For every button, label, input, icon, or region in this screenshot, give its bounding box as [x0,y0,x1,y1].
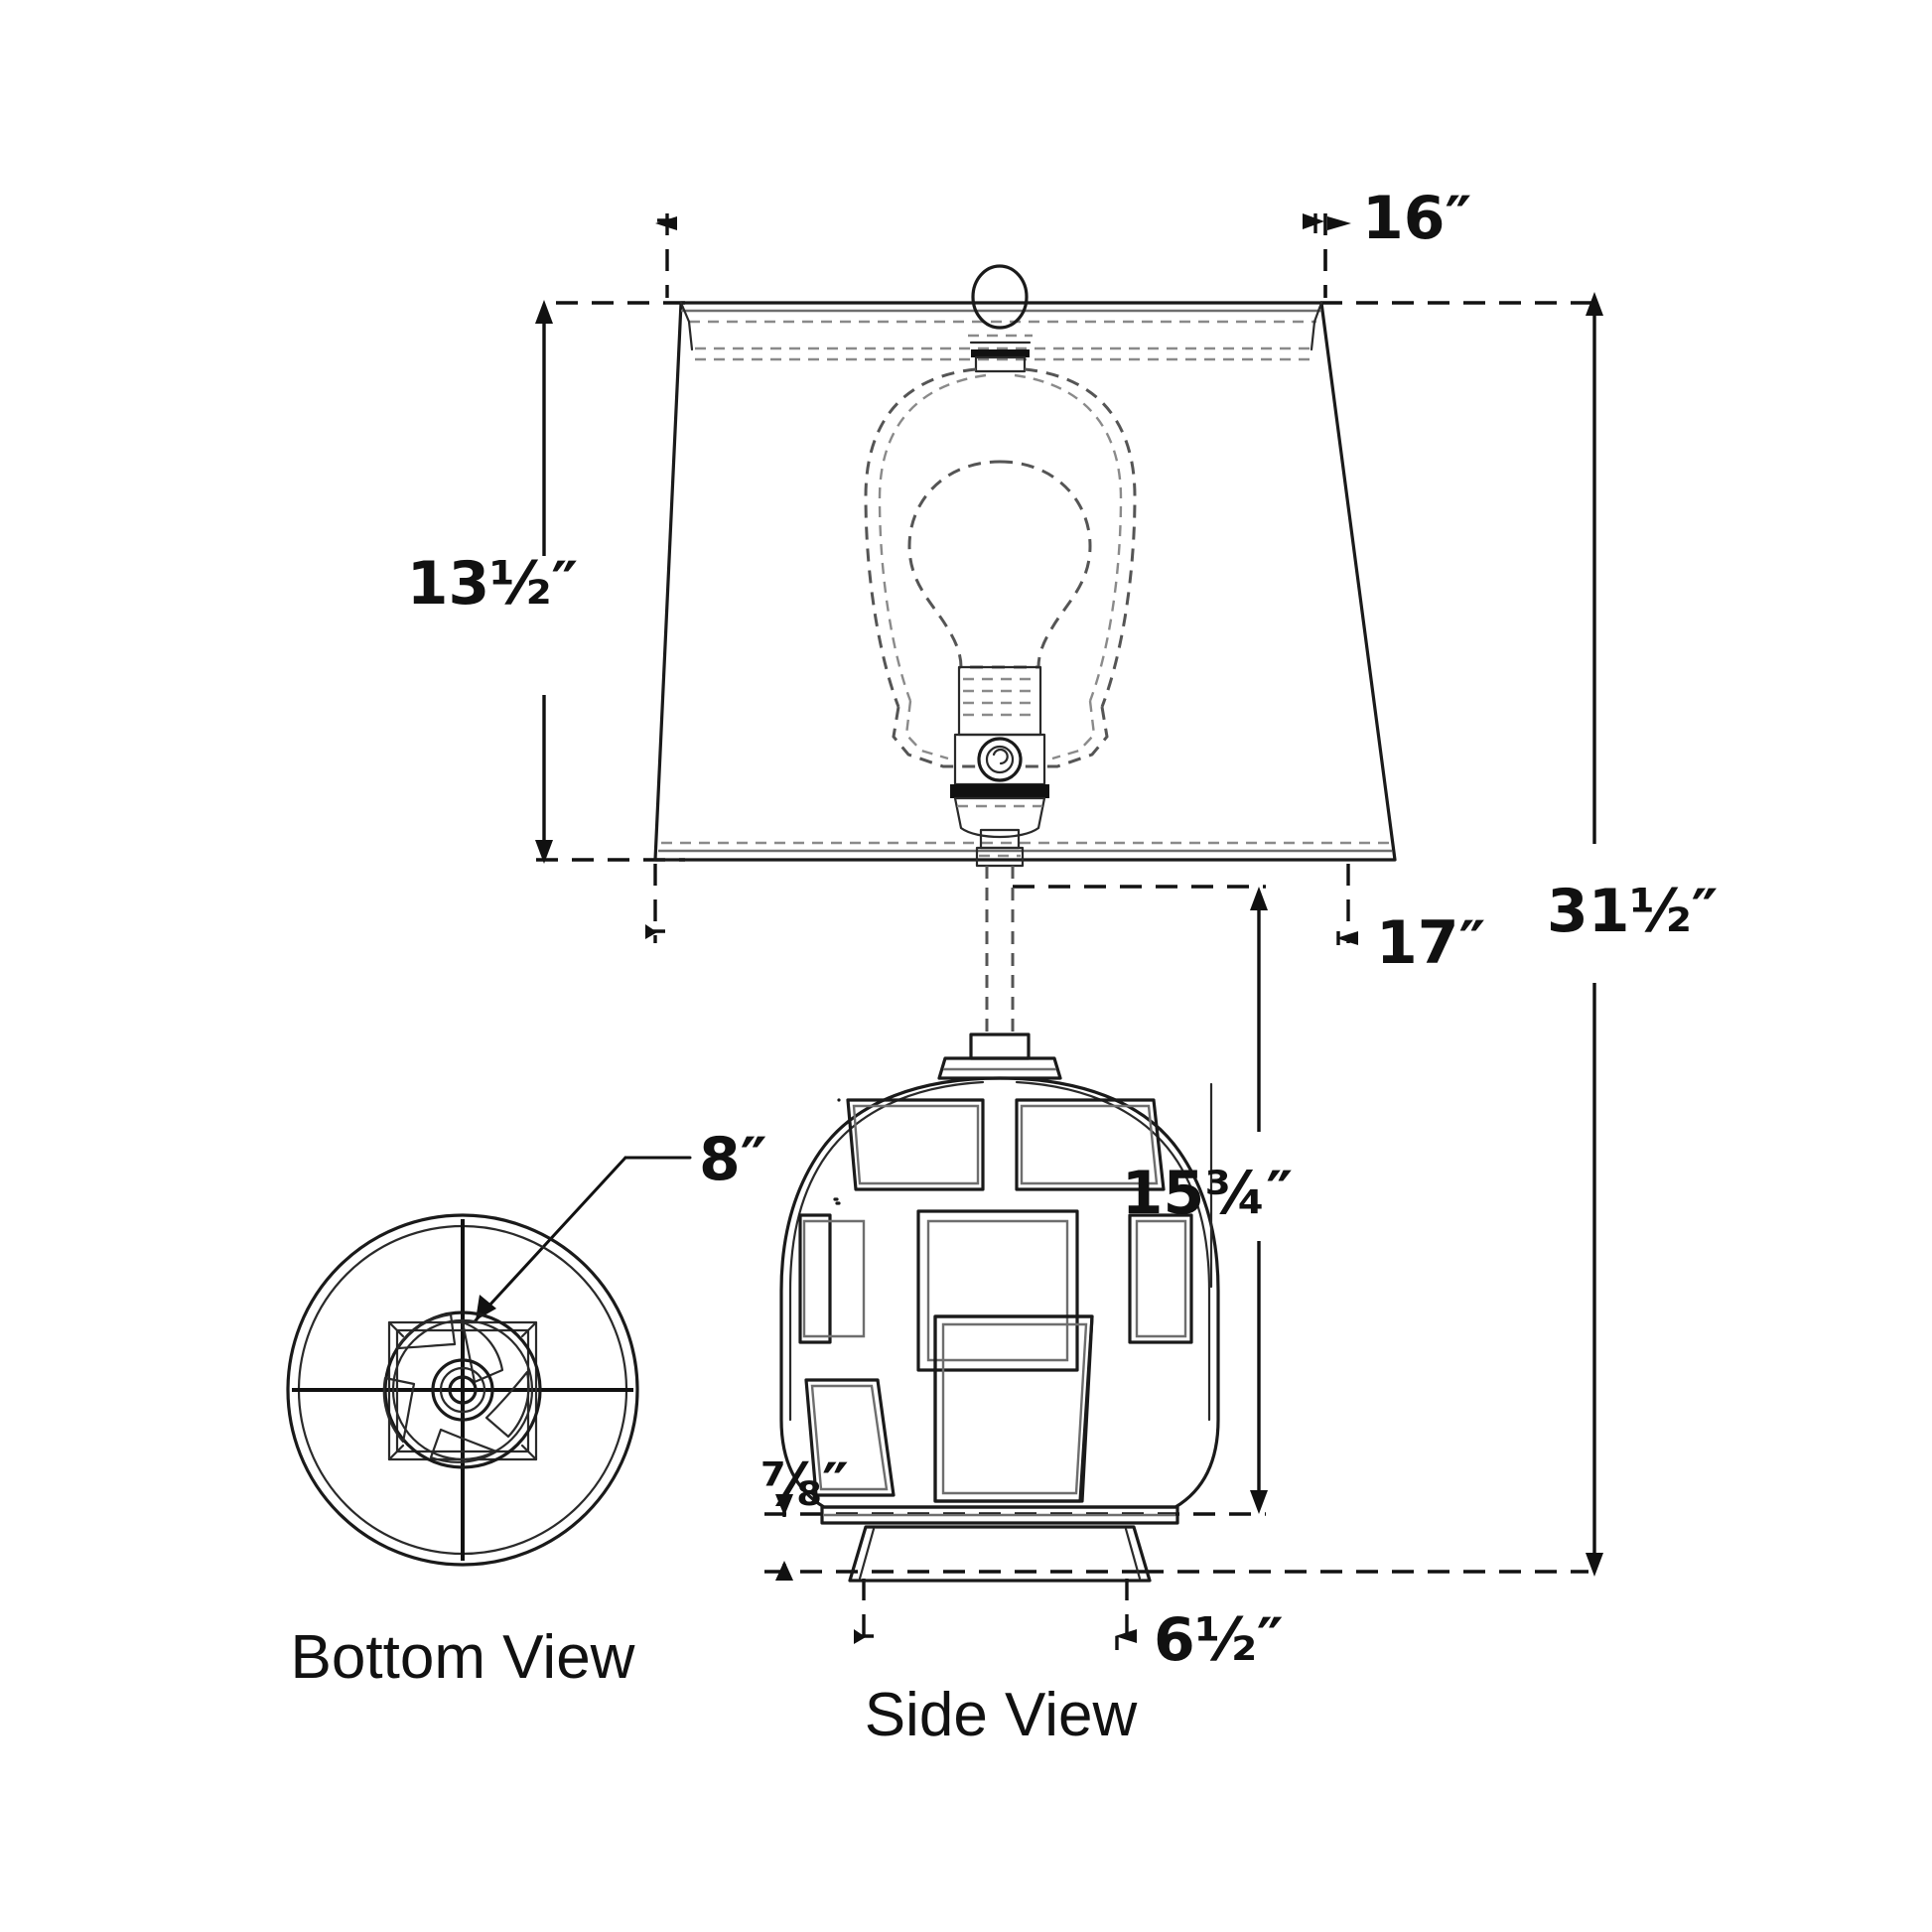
dim-label-7-8: ⅞″ [760,1450,849,1520]
dim-label-16: 16″ [1362,184,1471,253]
bottom-view-drawing [286,1213,639,1567]
dim-label-13-5: 13½″ [407,549,578,619]
bottom-view-label: Bottom View [291,1623,635,1692]
lamp-body [779,1033,1220,1525]
lamp-base [848,1525,1152,1583]
dim-label-31-5: 31½″ [1547,877,1718,946]
dim-label-15-75: 15¾″ [1122,1159,1293,1228]
dim-label-6-5: 6½″ [1154,1605,1284,1675]
lamp-shade [653,301,1397,862]
dim-label-17: 17″ [1376,908,1485,978]
side-view-label: Side View [865,1681,1138,1749]
dim-label-8: 8″ [699,1125,767,1194]
lamp-internals [864,264,1137,1035]
